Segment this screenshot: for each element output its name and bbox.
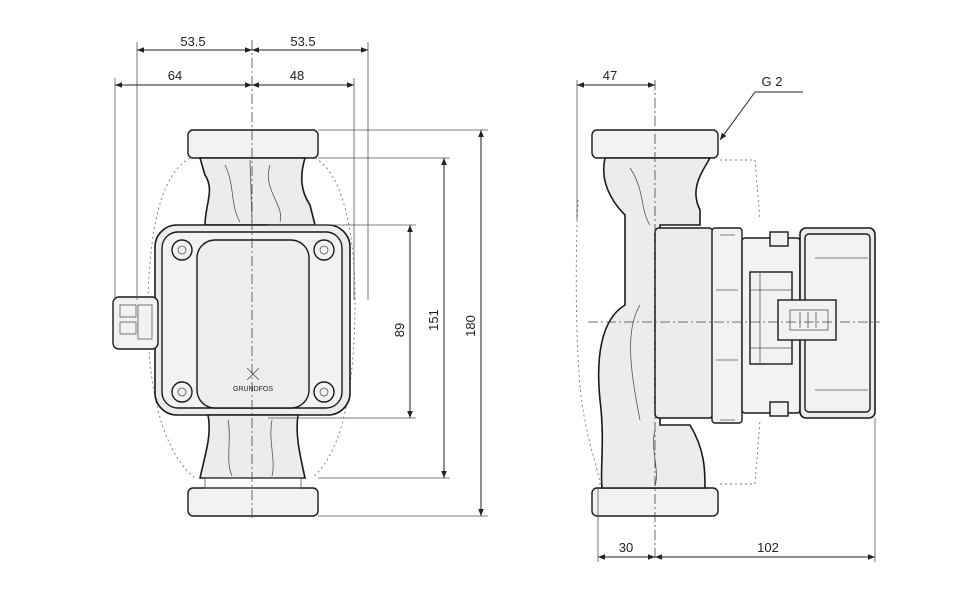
side-connector-plug [777, 299, 837, 341]
side-view: 47 30 102 G 2 [575, 68, 880, 562]
front-display-panel [196, 239, 310, 409]
dim-text-30: 30 [619, 540, 633, 555]
dim-text-53-5-left: 53.5 [180, 34, 205, 49]
front-screw-top-left [171, 239, 193, 261]
dim-text-180: 180 [463, 315, 478, 337]
front-upper-neck [198, 157, 317, 226]
front-connector-plug [112, 296, 159, 350]
dim-text-102: 102 [757, 540, 779, 555]
side-motor-housing [654, 227, 714, 419]
side-envelope-outline [575, 159, 761, 486]
front-screw-top-right [313, 239, 335, 261]
logo-text: GRUNDFOS [233, 386, 273, 393]
front-screw-bottom-right [313, 381, 335, 403]
dim-text-151: 151 [426, 309, 441, 331]
front-top-flange [187, 129, 319, 159]
front-bottom-flange [187, 487, 319, 517]
side-motor-ring [711, 227, 743, 424]
front-grundfos-logo: GRUNDFOS [233, 367, 273, 393]
front-lower-neck [199, 414, 306, 479]
dim-text-89: 89 [392, 323, 407, 337]
front-view: GRUNDFOS 53.5 53.5 64 48 [112, 34, 488, 520]
thread-label: G 2 [762, 74, 783, 89]
dim-text-48: 48 [290, 68, 304, 83]
dim-text-47: 47 [603, 68, 617, 83]
dim-text-64: 64 [168, 68, 182, 83]
dim-text-53-5-right: 53.5 [290, 34, 315, 49]
front-screw-bottom-left [171, 381, 193, 403]
